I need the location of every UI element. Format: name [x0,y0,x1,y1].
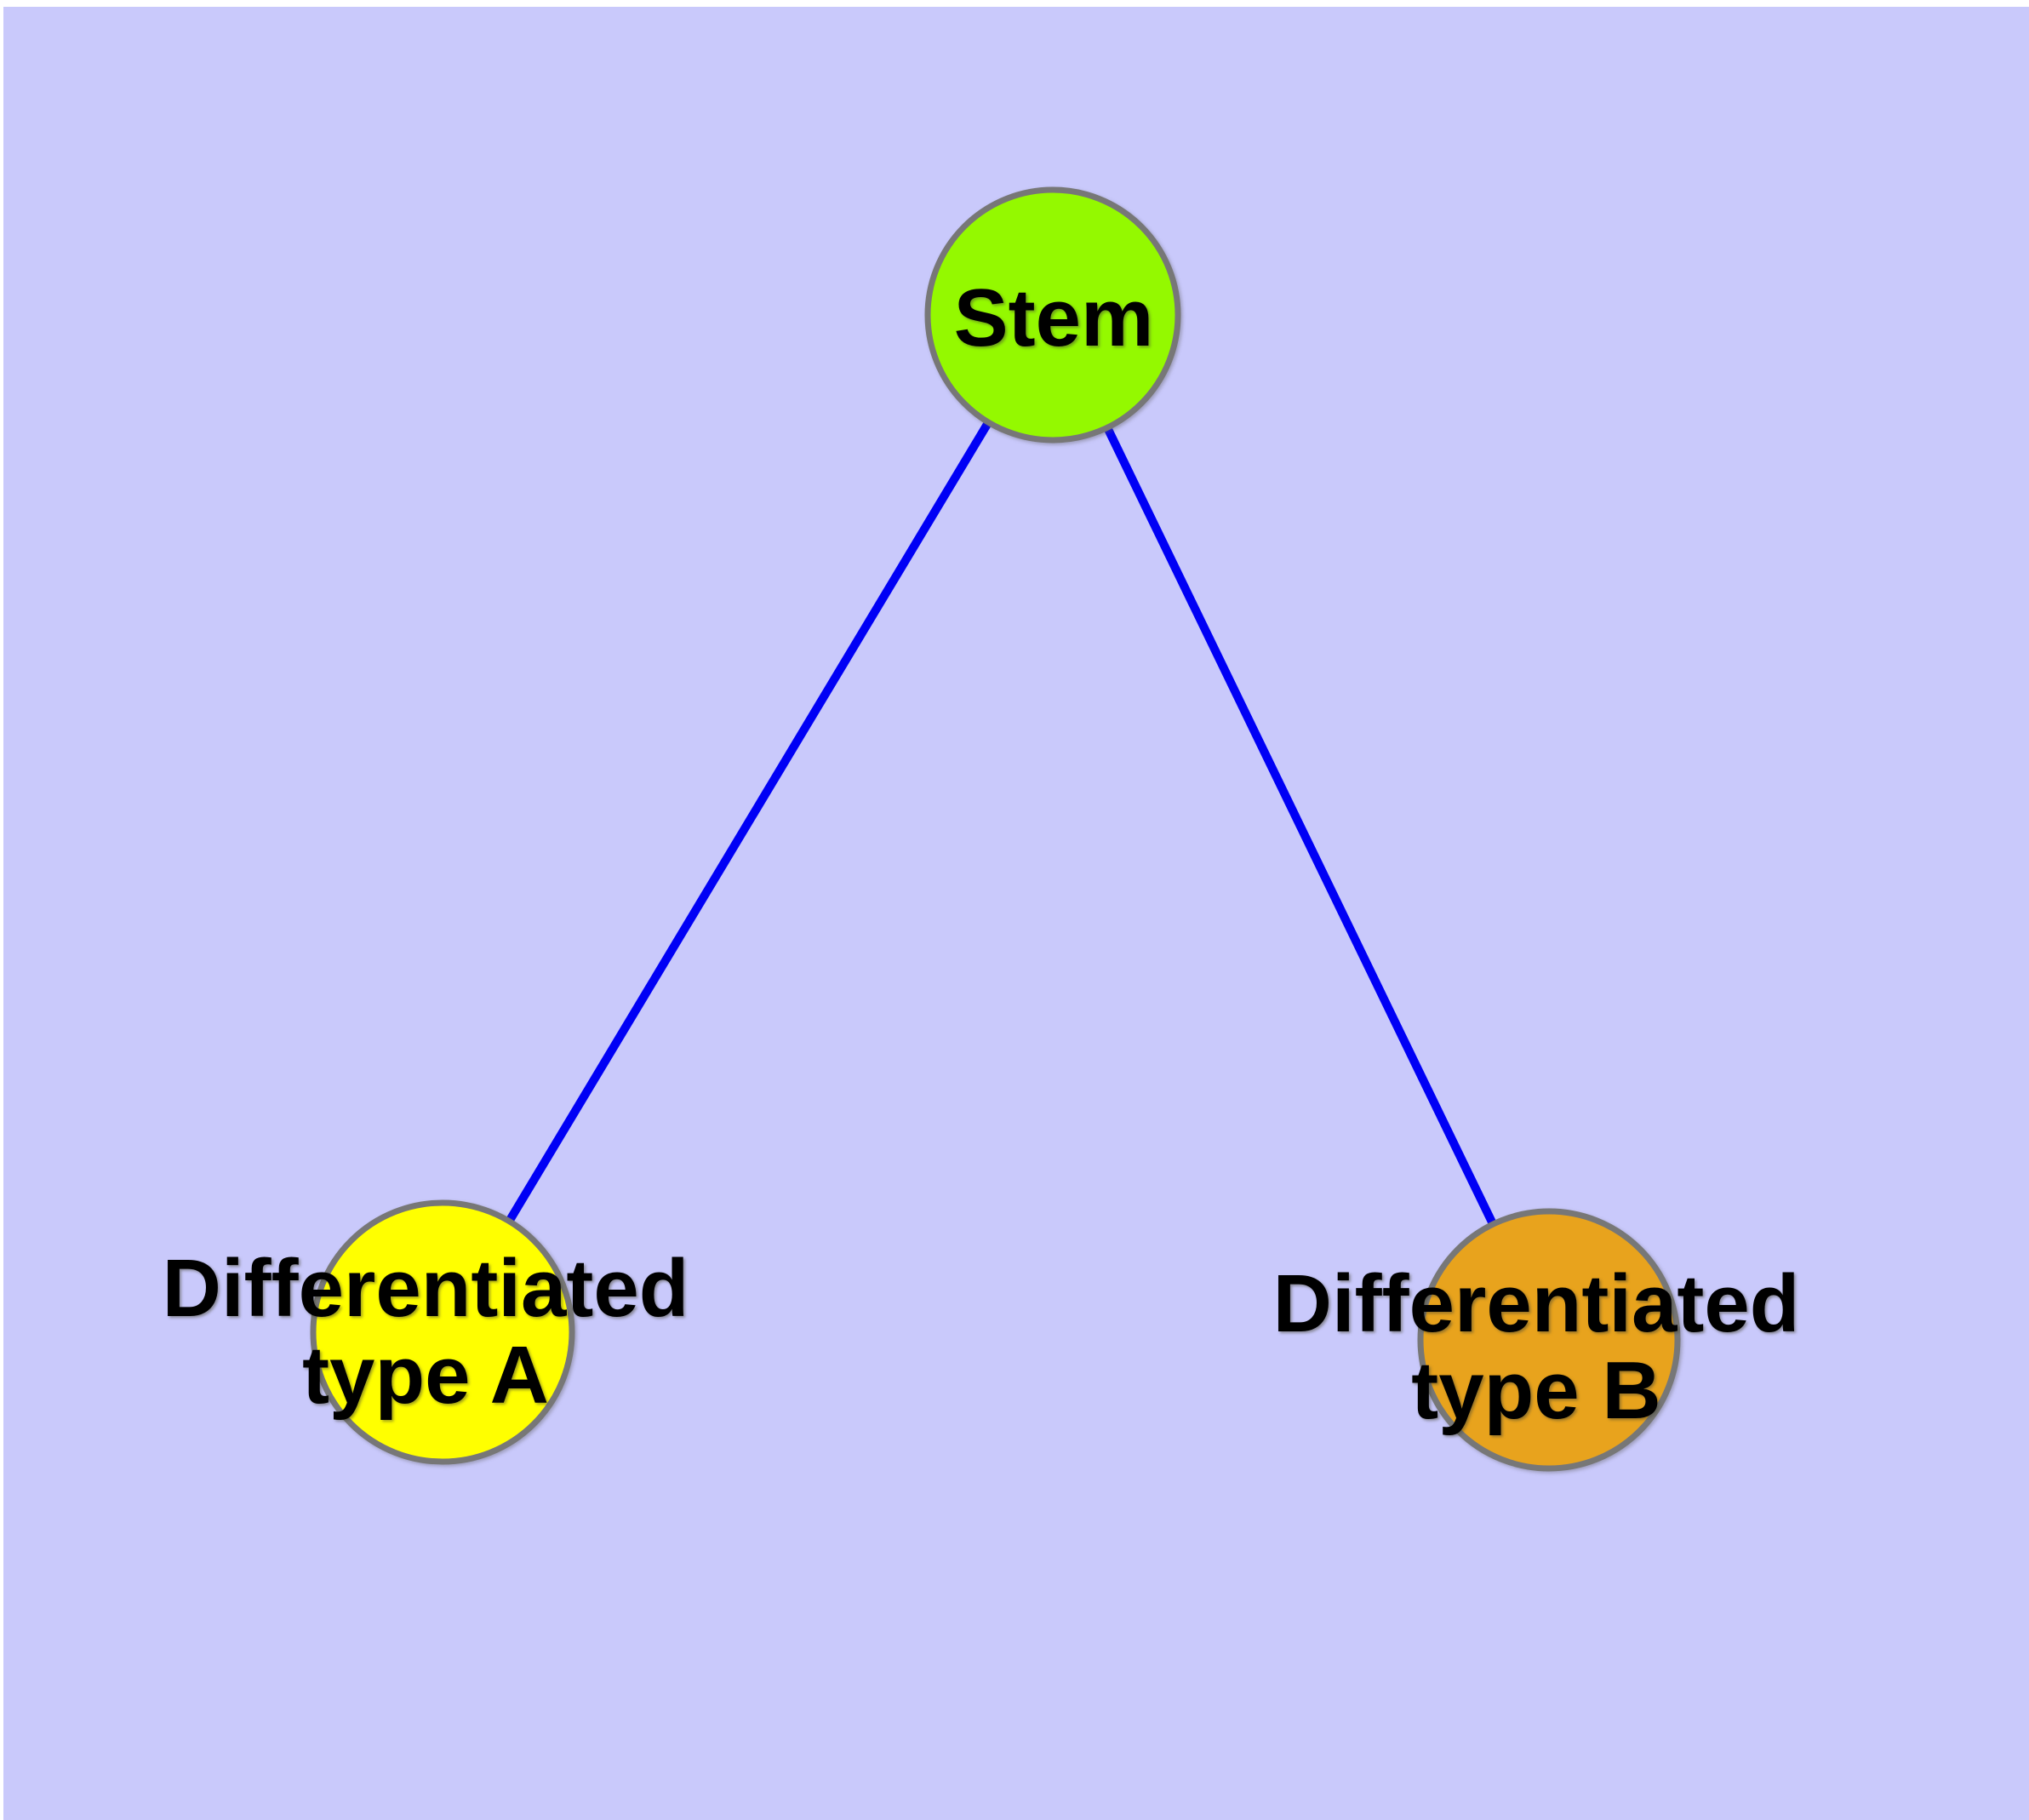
edge-stem-to-type-a [438,312,1057,1335]
node-stem-label: Stem [954,272,1154,363]
node-type-b-label-line1: Differentiated [1273,1258,1800,1349]
node-differentiated-type-a [310,1199,575,1465]
node-type-a-label-line1: Differentiated [163,1243,689,1334]
node-stem [924,186,1181,444]
node-type-a-label-line2: type A [302,1330,549,1421]
node-differentiated-type-b [1417,1208,1681,1472]
edge-stem-to-type-b [1049,312,1553,1342]
node-type-b-label-line2: type B [1411,1345,1660,1436]
